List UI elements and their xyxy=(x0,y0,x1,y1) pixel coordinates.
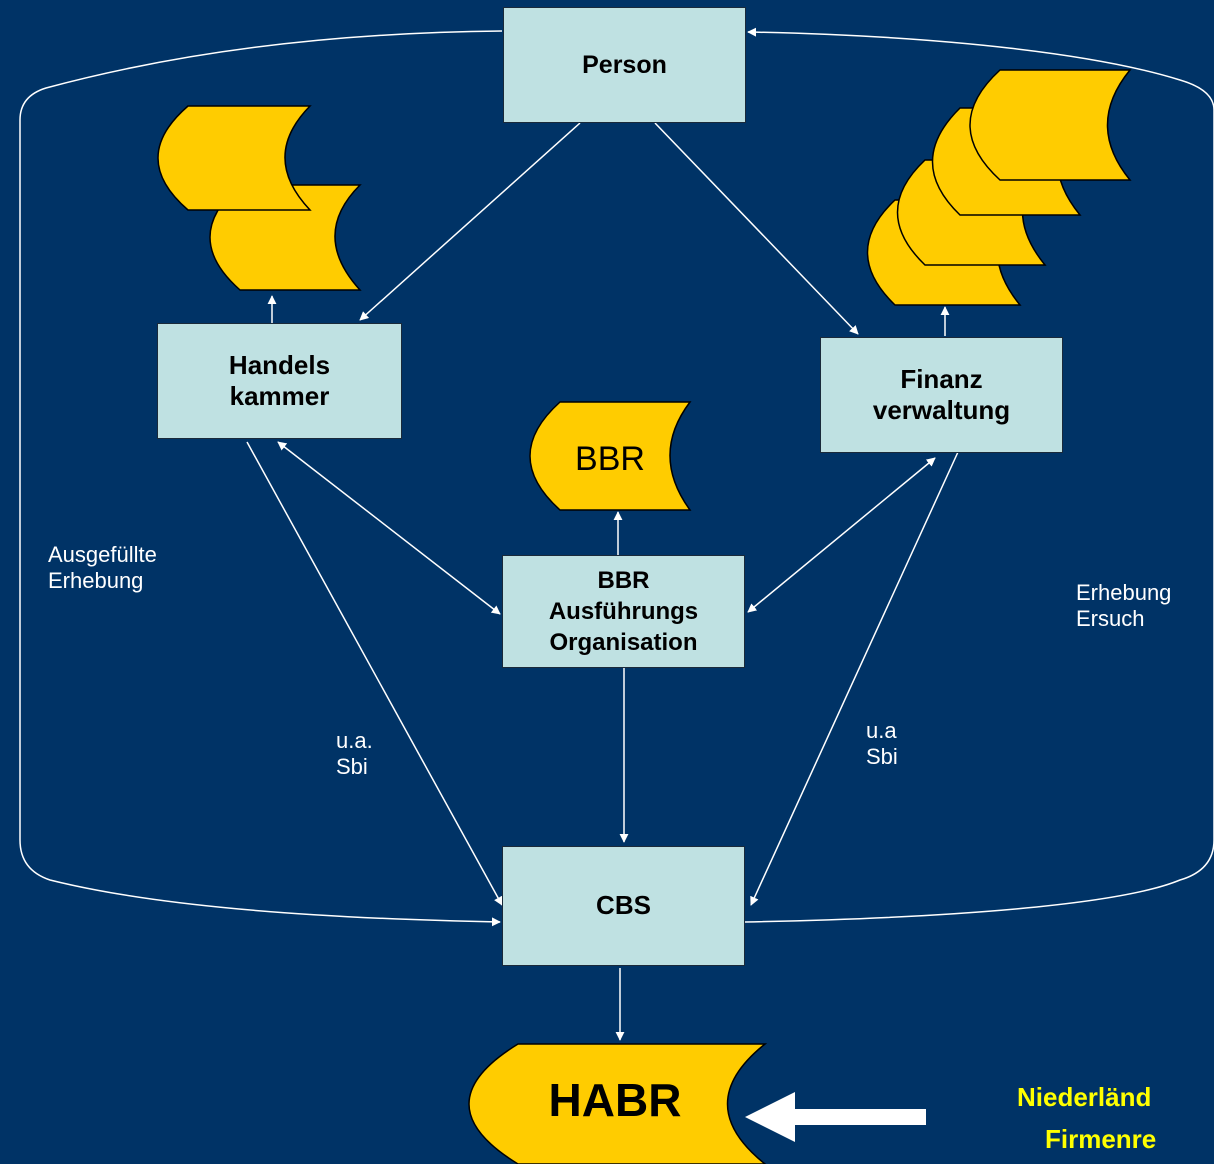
label-line: Erhebung xyxy=(48,568,144,594)
loop-left xyxy=(19,30,503,927)
finanzverwaltung-database-stack xyxy=(866,69,1132,306)
arrow-handelskammer-cbs xyxy=(246,441,503,906)
bbr-org-line2: Ausführungs xyxy=(548,597,699,625)
label-line: u.a xyxy=(866,718,897,743)
label-line: Ersuch xyxy=(1076,606,1145,632)
arrow-handelskammer-bbrorg xyxy=(277,441,501,615)
habr-database-label: HABR xyxy=(548,1074,682,1126)
database-cylinder xyxy=(969,69,1132,181)
handelskammer-line2: kammer xyxy=(229,381,330,411)
label-line: Sbi xyxy=(866,744,898,770)
ua-sbi-left-label: u.a. Sbi xyxy=(336,728,373,781)
arrow-finanzverwaltung-bbrorg xyxy=(747,457,936,613)
person-label: Person xyxy=(582,51,667,79)
banner-line2: Firmenre xyxy=(1045,1124,1157,1154)
finanzverwaltung-line2: verwaltung xyxy=(872,395,1011,425)
habr-database xyxy=(468,1043,768,1164)
ausgefuellte-erhebung-label: Ausgefüllte Erhebung xyxy=(48,542,157,595)
label-line: Ausgefüllte xyxy=(48,542,157,567)
arrow-person-handelskammer xyxy=(359,122,581,321)
cbs-box: CBS xyxy=(502,846,745,966)
cbs-label: CBS xyxy=(596,890,651,921)
bbr-org-line1: BBR xyxy=(597,566,650,594)
database-cylinder xyxy=(157,105,312,211)
bbr-organisation-box: BBR Ausführungs Organisation xyxy=(502,555,745,668)
arrow-person-finanzverwaltung xyxy=(654,122,859,335)
database-cylinder xyxy=(209,184,362,291)
handelskammer-database-stack xyxy=(157,105,362,291)
bbr-org-line3: Organisation xyxy=(549,629,698,657)
finanzverwaltung-box: Finanz verwaltung xyxy=(820,337,1063,453)
label-line: u.a. xyxy=(336,728,373,753)
person-box: Person xyxy=(503,7,746,123)
ua-sbi-right-label: u.a Sbi xyxy=(866,718,898,771)
bbr-database xyxy=(529,401,692,511)
banner-line1: Niederländ xyxy=(1017,1082,1152,1112)
finanzverwaltung-line1: Finanz xyxy=(900,363,983,394)
bbr-database-label: BBR xyxy=(575,440,645,478)
habr-pointer-arrow xyxy=(745,1092,926,1142)
loop-right xyxy=(744,27,1214,923)
handelskammer-line1: Handels xyxy=(228,349,331,380)
handelskammer-box: Handels kammer xyxy=(157,323,402,439)
erhebung-ersuch-label: Erhebung Ersuch xyxy=(1076,580,1171,633)
label-line: Sbi xyxy=(336,754,368,780)
label-line: Erhebung xyxy=(1076,580,1172,605)
arrow-finanzverwaltung-cbs xyxy=(750,451,959,906)
